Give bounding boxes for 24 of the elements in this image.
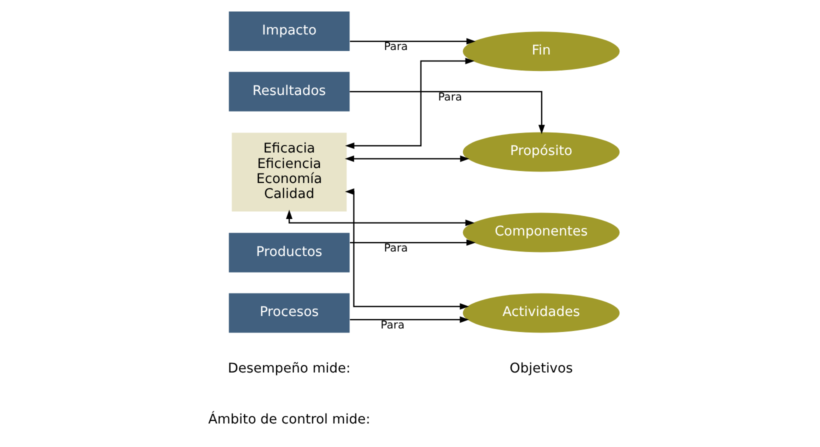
arrow	[345, 188, 470, 310]
label: Ámbito de control mide:	[208, 412, 370, 428]
node-ellipse: Componentes	[462, 212, 620, 252]
arrow	[345, 58, 475, 149]
edge-label: Para	[384, 40, 408, 54]
edge-label: Para	[384, 241, 408, 254]
edge-label: Para	[380, 318, 405, 332]
node-box: Resultados	[228, 72, 350, 112]
label: Desempeño mide:	[228, 361, 351, 376]
node-ellipse: Propósito	[462, 132, 620, 172]
edge-label: Para	[438, 90, 462, 104]
node-box: Eficacia Eficiencia Economía Calidad	[232, 132, 347, 212]
node-box: Impacto	[228, 12, 350, 51]
arrow	[350, 239, 476, 246]
label: Objetivos	[510, 361, 573, 376]
arrow	[350, 316, 470, 323]
arrow	[350, 91, 545, 134]
node-ellipse: Fin	[462, 32, 620, 72]
arrow	[350, 38, 476, 45]
node-box: Productos	[228, 232, 350, 272]
node-box: Procesos	[228, 293, 350, 333]
node-ellipse: Actividades	[462, 293, 620, 333]
arrow	[286, 210, 475, 226]
arrow	[344, 155, 470, 162]
